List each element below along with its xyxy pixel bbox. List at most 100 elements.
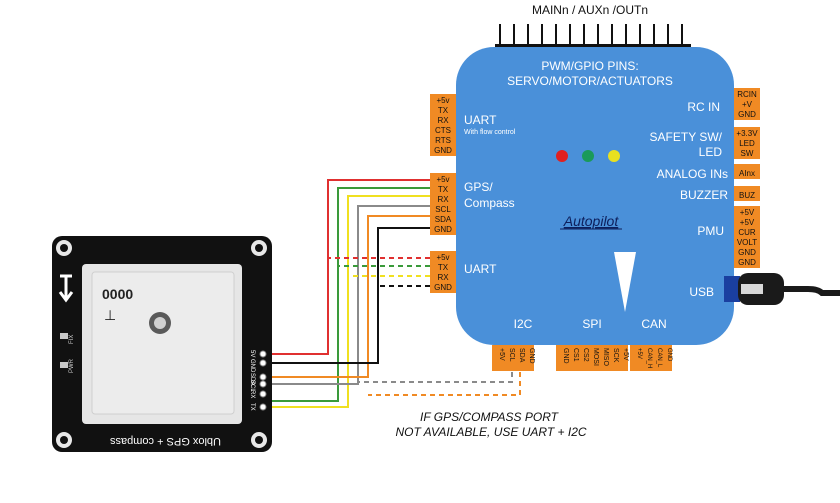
gps-pin-label: 5V [249,350,255,357]
gps-module: 0000 ⊥ FIX PWR Ublox GPS + compass 5VGND… [52,236,272,452]
pin-label: +5v [436,253,449,262]
pin-label: +5V [498,348,505,361]
gps-pin1-mark: ⊥ [104,307,116,323]
conn-uart-body [430,251,456,293]
i2c-label: I2C [514,317,533,331]
buzzer-connector: BUZ [734,186,760,201]
pin-label: CS2 [582,348,589,362]
conn-uart-flow-body [430,94,456,156]
safety-label-2: LED [699,145,723,159]
buzzer-label: BUZZER [680,188,728,202]
pin-label: GND [666,348,672,362]
pwr-led [60,362,68,368]
pin-label: +5V [740,218,755,227]
note-line-1: IF GPS/COMPASS PORT [420,410,560,424]
conn-gps-body [430,173,456,235]
analog-connector: AInx [734,164,760,179]
conn-analog-body [734,164,760,179]
pin-label: +5V [740,208,755,217]
pin-label: SDA [435,215,452,224]
gps-pin-hole [259,390,267,398]
conn-can-body [630,345,672,371]
gps-pin-hole [259,373,267,381]
alternate-wires [328,257,521,396]
rcin-label: RC IN [687,100,720,114]
usb-label: USB [689,285,714,299]
pin-label: GND [434,283,452,292]
pin-label: +5v [436,175,449,184]
usb-cable [784,286,840,296]
uart-flow-label: UART [464,113,497,127]
conn-pmu-body [734,206,760,268]
pin-label: TX [438,185,449,194]
led-yellow [608,150,620,162]
fix-led-label: FIX [69,335,75,344]
pin-label: +5V [622,348,629,361]
conn-i2c-body [492,345,534,371]
conn-buzzer-body [734,186,760,201]
pin-label: +3.3V [736,129,758,138]
gps-wires [272,179,430,408]
pin-label: MOSI [592,348,599,366]
pin-label: TX [438,106,449,115]
pin-label: GND [434,225,452,234]
pin-label: CTS [435,126,451,135]
gps-pin-hole [259,359,267,367]
gps-label-1: GPS/ [464,180,493,194]
pwr-led-label: PWR [69,358,75,373]
pin-label: GND [562,348,569,364]
note-line-2: NOT AVAILABLE, USE UART + I2C [395,425,586,439]
pin-label: GND [738,258,756,267]
pin-label: RX [437,195,449,204]
pin-label: LED [739,139,755,148]
arrow-down-icon [58,274,74,303]
safety-label-1: SAFETY SW/ [650,130,723,144]
pin-label: SCL [508,348,515,362]
pin-label: MISO [602,348,609,366]
analog-label: ANALOG INs [657,167,728,181]
pin-label: +5v [436,96,449,105]
pin-label: SW [741,149,754,158]
orientation-arrow [614,252,636,312]
pin-label: AInx [739,169,755,178]
autopilot-title: Autopilot [563,213,620,229]
gps-pin-hole [259,380,267,388]
spi-label: SPI [582,317,601,331]
usb-plug-metal [741,284,763,294]
pin-label: +V [742,100,753,109]
conn-rcin-body [734,88,760,120]
pwm-header-label: MAINn / AUXn /OUTn [532,3,648,17]
gps-pin-label: SDA [249,373,255,385]
uart-flow-sublabel: With flow control [464,129,516,136]
pin-label: RCIN [737,90,757,99]
pin-label: RX [437,273,449,282]
pwm-header-bar [495,44,691,49]
pin-label: BUZ [739,191,755,200]
pwm-label-line2: SERVO/MOTOR/ACTUATORS [507,74,673,88]
pin-label: SDA [518,348,525,363]
uart-label: UART [464,262,497,276]
pin-label: GND [738,110,756,119]
fix-led [60,333,68,339]
pin-label: SCL [435,205,451,214]
pin-label: RTS [435,136,451,145]
pin-label: GND [434,146,452,155]
pin-label: +5V [636,348,642,359]
gps-pin-hole [259,350,267,358]
gps-pin-label: TX [249,403,255,411]
pin-label: GND [528,348,535,364]
pwm-header-pins [499,24,683,46]
led-red [556,150,568,162]
gps-pin-label: SCL [249,380,255,392]
gps-pin-hole [259,403,267,411]
